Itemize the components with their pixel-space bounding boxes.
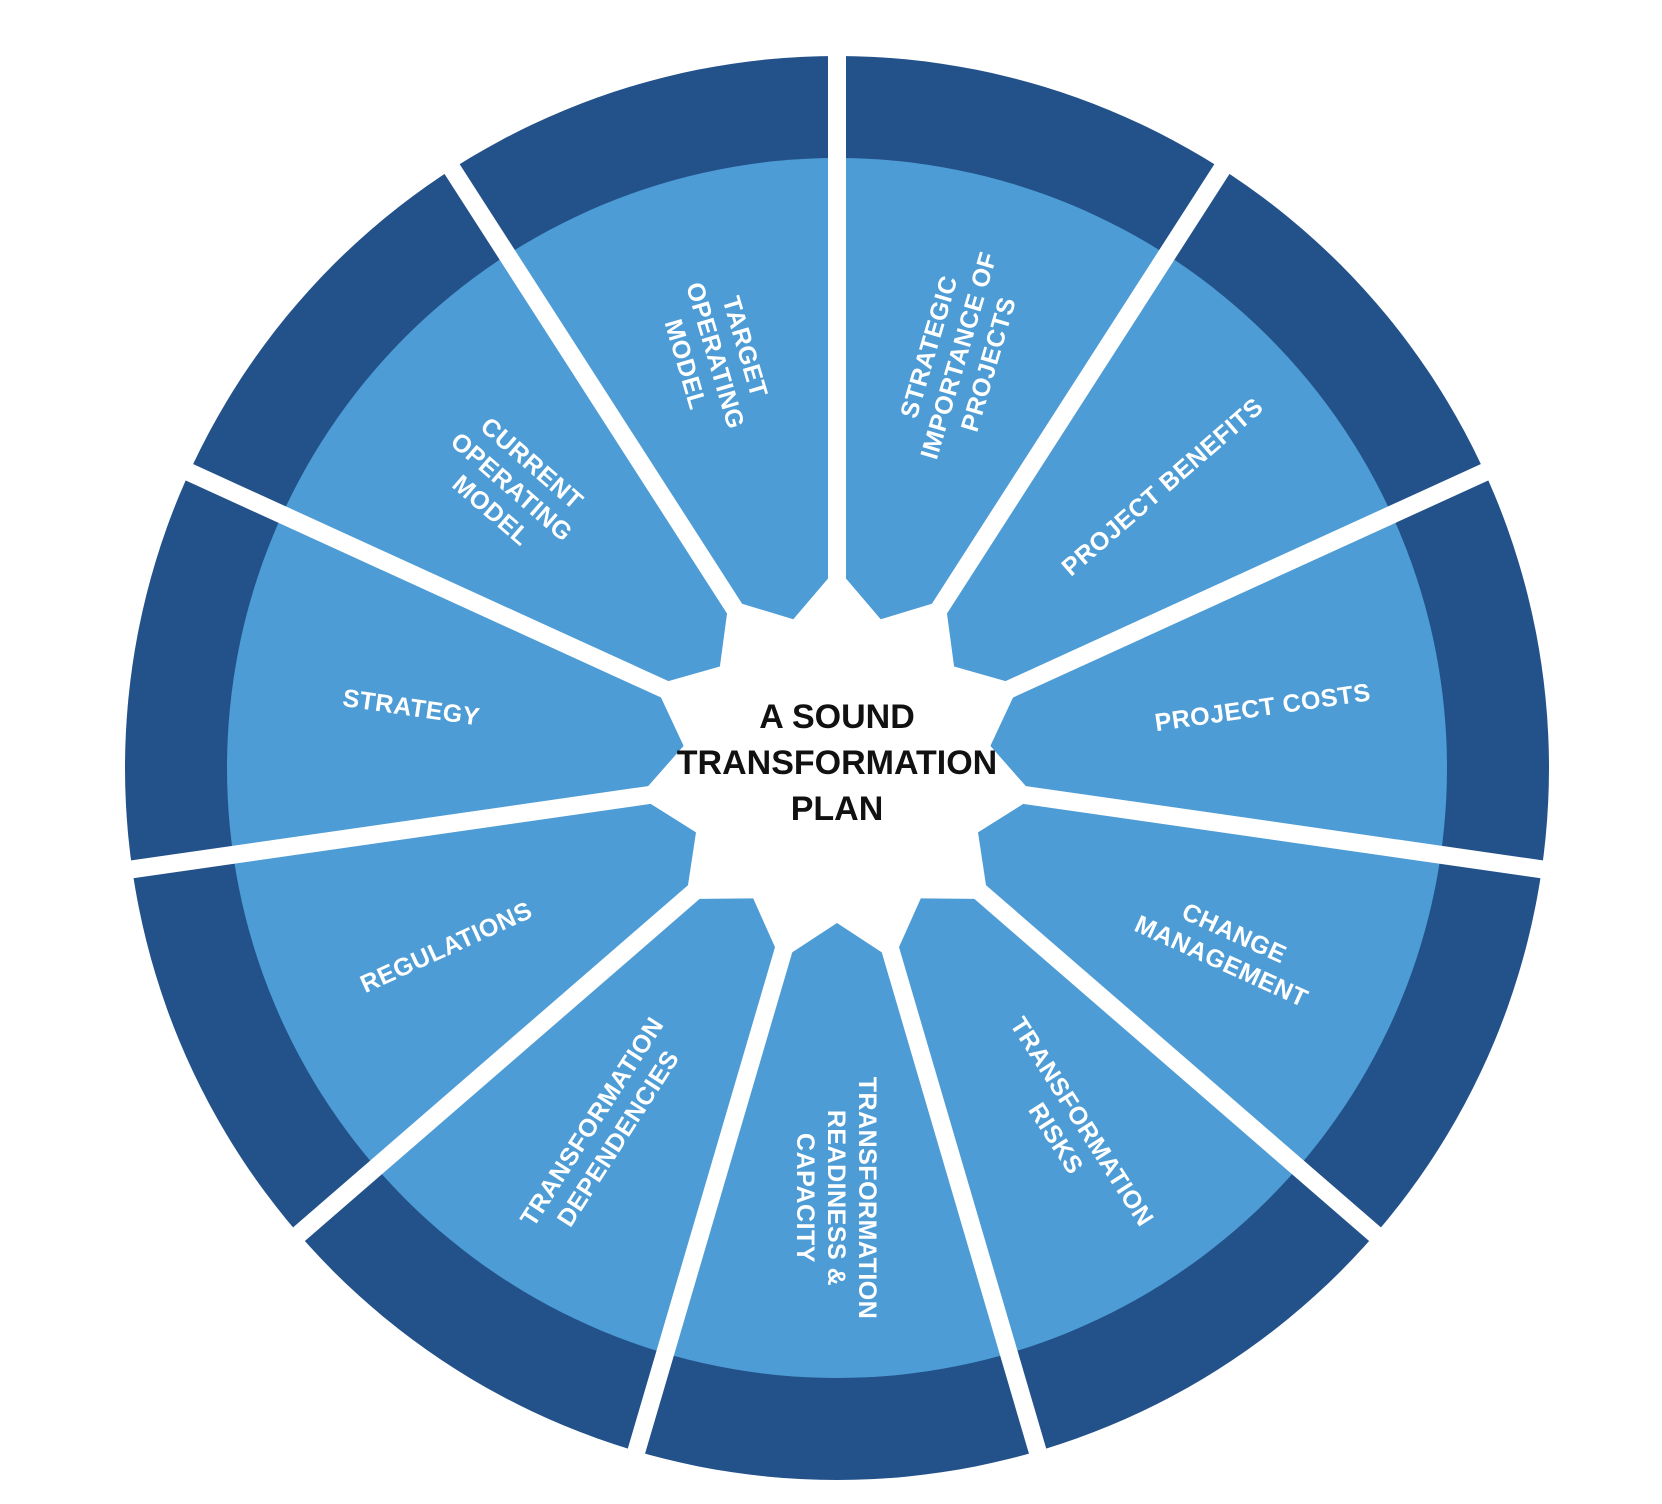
segment-separator — [176, 459, 678, 702]
center-hub: A SOUND TRANSFORMATION PLAN — [677, 698, 997, 828]
segment-separator — [996, 459, 1498, 702]
center-title-line-3: PLAN — [791, 790, 884, 828]
segment-separator — [1013, 784, 1553, 880]
segment-separator — [926, 155, 1235, 622]
center-title-line-1: A SOUND — [759, 698, 915, 736]
segment-separator — [624, 938, 795, 1464]
segment-label-line: CAPACITY — [791, 1133, 819, 1263]
segment-separator — [967, 879, 1389, 1248]
center-hub-shape — [639, 568, 1035, 960]
center-title-line-2: TRANSFORMATION — [677, 744, 997, 782]
segment-label-line: TRANSFORMATION — [853, 1077, 881, 1320]
segment-separators — [121, 46, 1553, 1464]
segment-separator — [439, 155, 748, 622]
segment-label-line: READINESS & — [822, 1110, 850, 1286]
segment-separator — [285, 879, 707, 1248]
segment-separator — [879, 938, 1050, 1464]
segment-separator — [121, 784, 661, 880]
wheel-rings — [125, 56, 1549, 1480]
